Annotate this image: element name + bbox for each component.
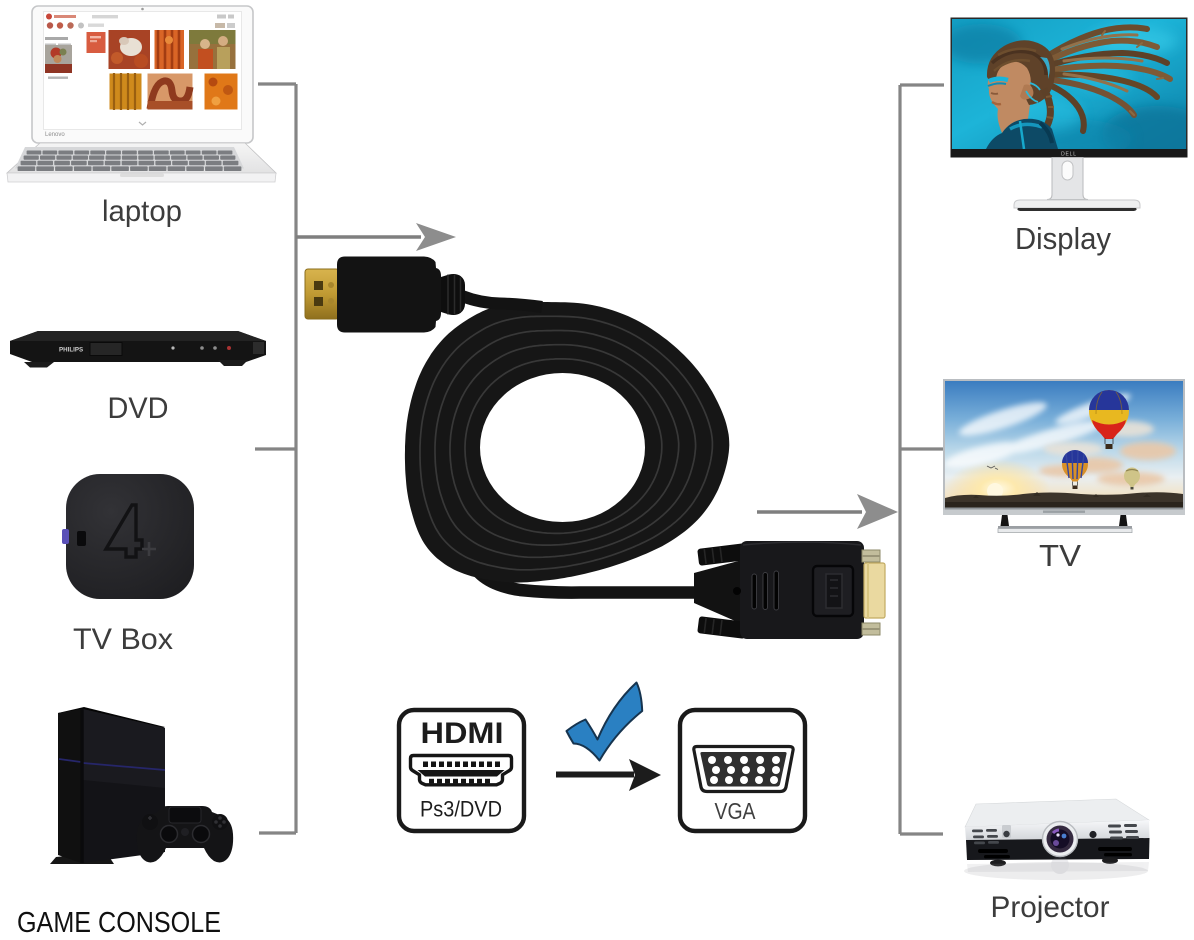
svg-text:Ps3/DVD: Ps3/DVD [420, 797, 502, 822]
svg-text:DELL: DELL [1061, 151, 1077, 157]
svg-text:Lenovo: Lenovo [45, 132, 65, 138]
svg-text:TV Box: TV Box [73, 623, 173, 656]
svg-text:laptop: laptop [102, 195, 182, 228]
svg-text:GAME CONSOLE: GAME CONSOLE [17, 907, 221, 939]
svg-text:TV: TV [1039, 538, 1081, 573]
svg-text:HDMI: HDMI [421, 717, 504, 750]
svg-text:DVD: DVD [108, 392, 169, 425]
svg-text:PHILIPS: PHILIPS [59, 347, 83, 354]
svg-text:VGA: VGA [715, 798, 757, 824]
svg-text:Projector: Projector [991, 891, 1110, 924]
svg-text:Display: Display [1015, 221, 1111, 256]
